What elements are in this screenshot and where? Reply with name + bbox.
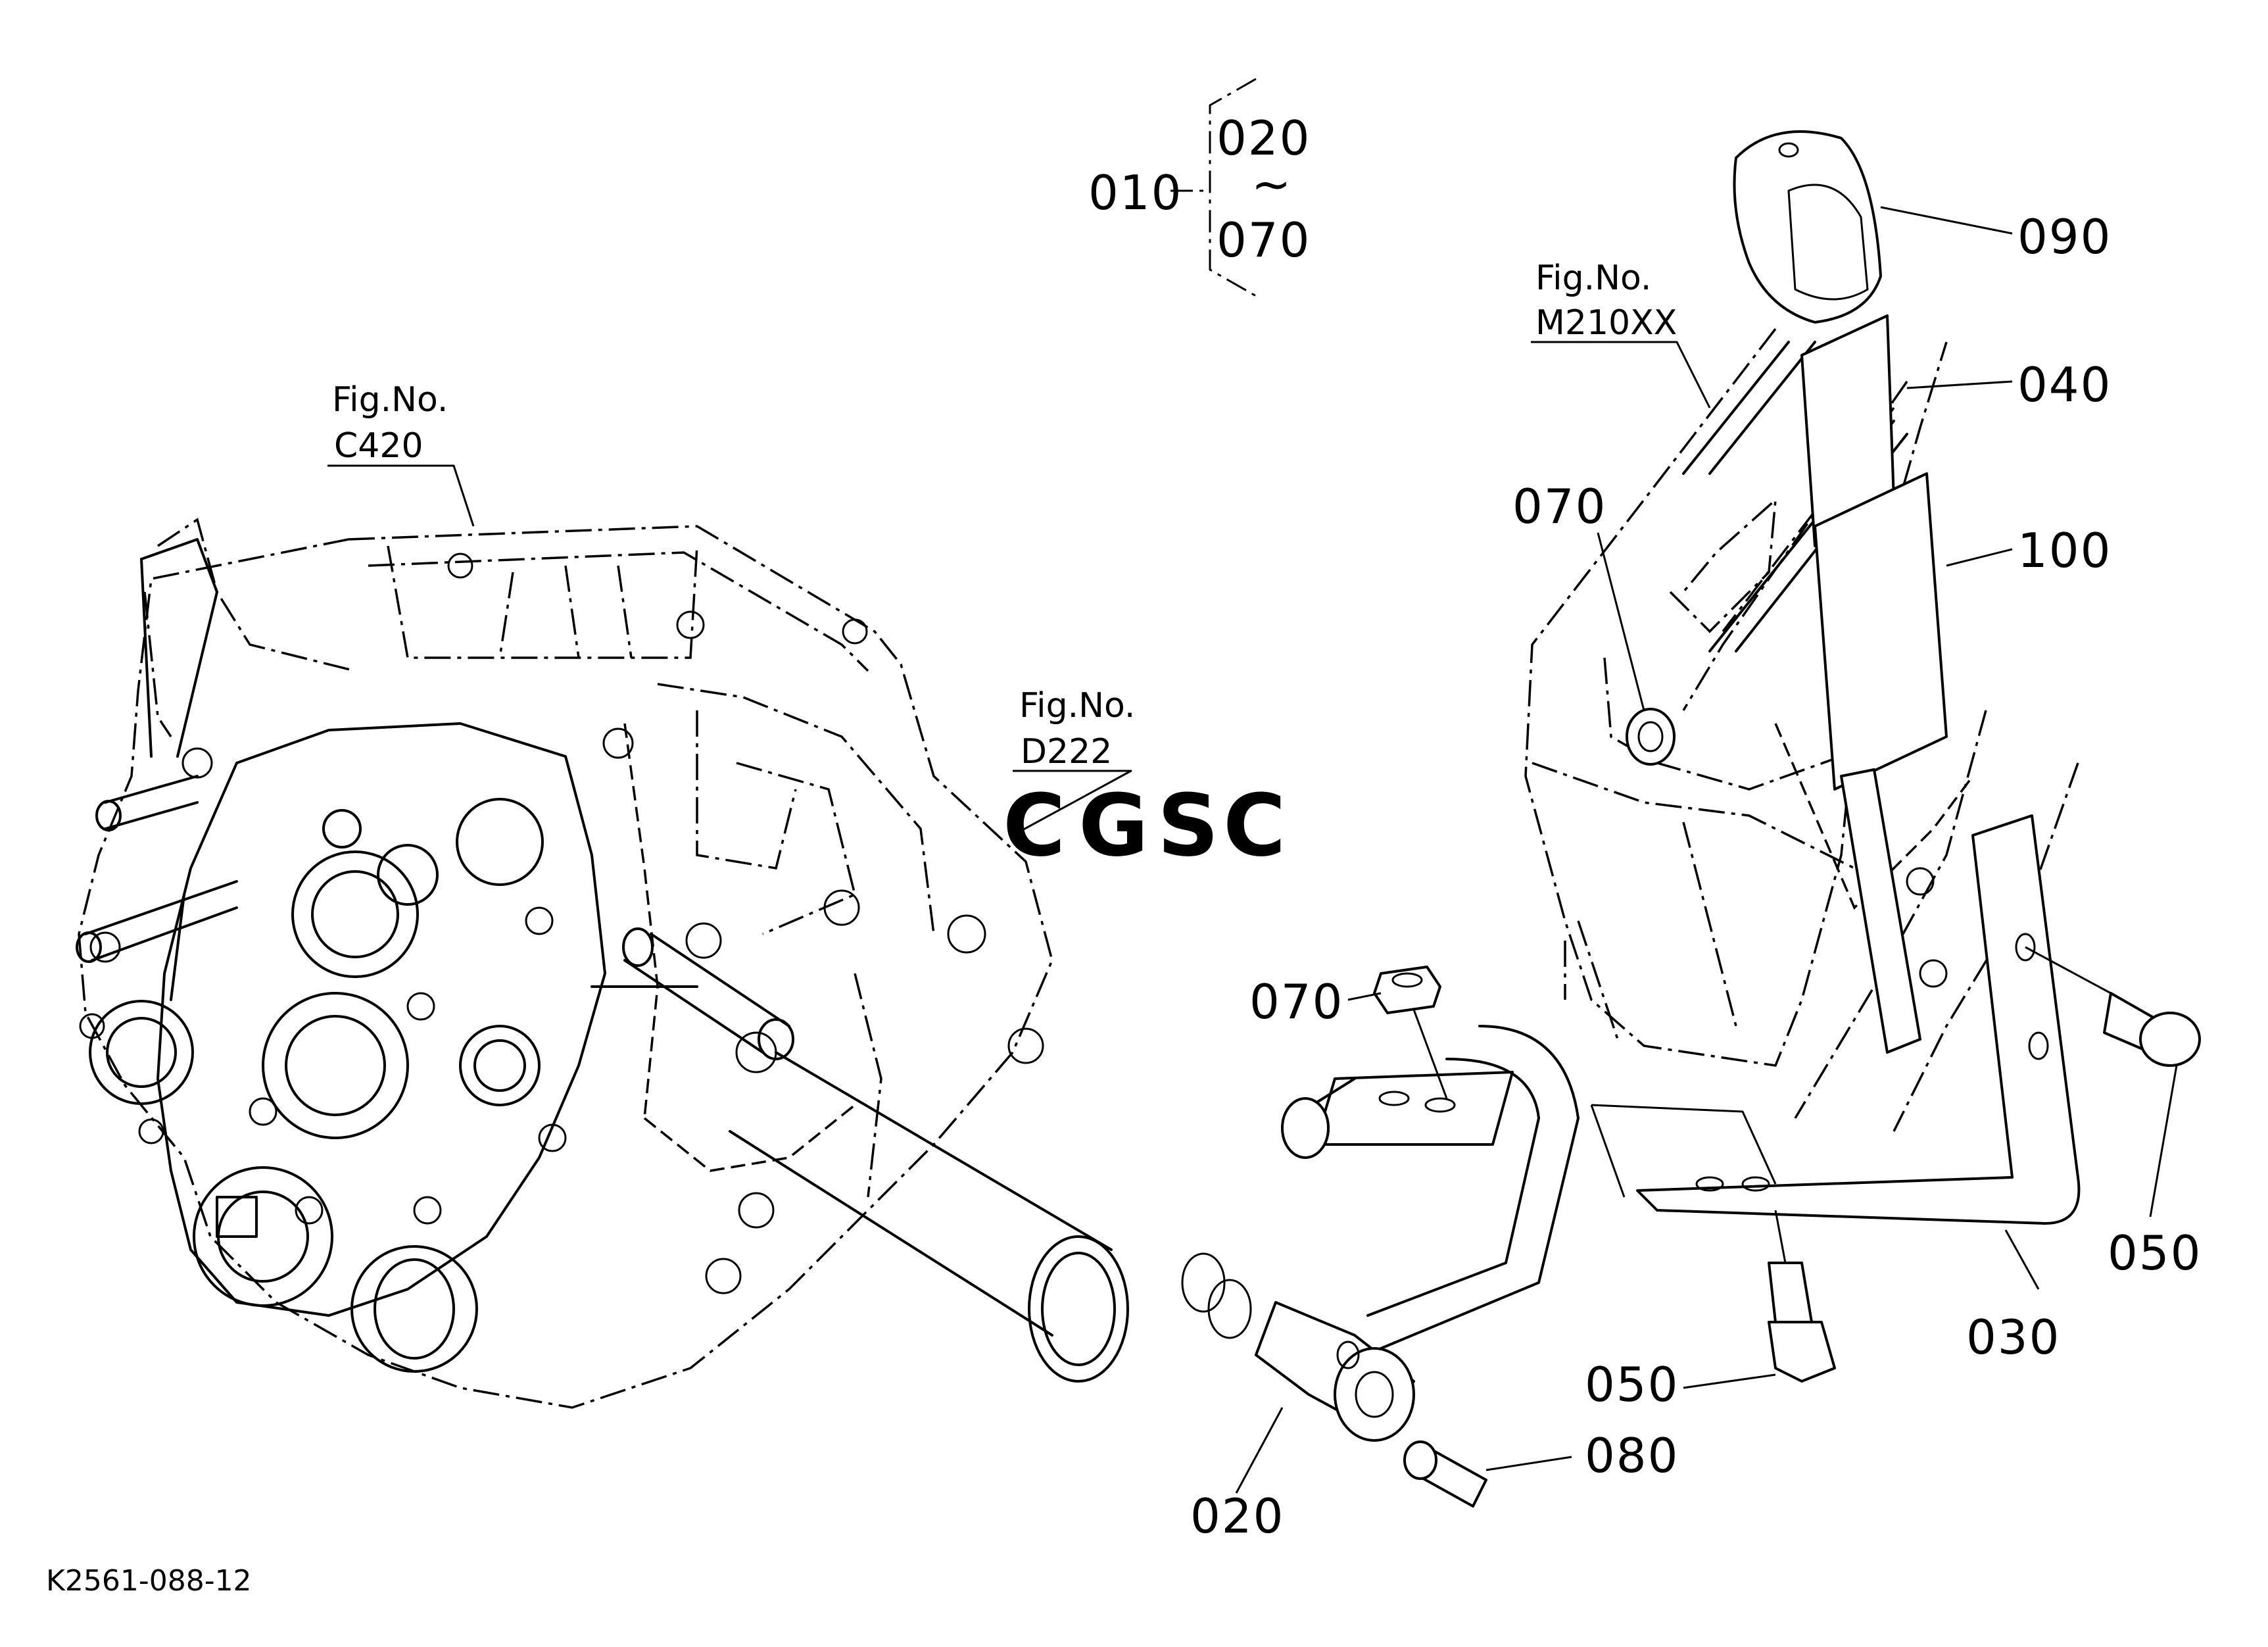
group-parent-label: 010 <box>1088 165 1182 220</box>
figure-ref-m210xx: Fig.No. M210XX <box>1531 258 1711 408</box>
transmission-housing <box>76 518 1129 1409</box>
group-from-label: 020 <box>1217 111 1311 166</box>
nut-070-lower <box>1373 966 1448 1099</box>
bolt-050-lower <box>1768 1210 1836 1383</box>
figure-ref-label: Fig.No. <box>1535 258 1651 298</box>
figure-ref-code: M210XX <box>1535 303 1677 343</box>
watermark-letter-g: G <box>1078 775 1149 875</box>
callout-040: 040 <box>2017 357 2111 412</box>
group-bracket: 010 020 ~ 070 <box>1088 78 1311 297</box>
figure-ref-code: D222 <box>1021 732 1112 772</box>
callout-020: 020 <box>1190 1488 1284 1544</box>
drawing-code: K2561-088-12 <box>46 1564 252 1598</box>
callout-090: 090 <box>2017 209 2111 264</box>
figure-ref-d222: Fig.No. D222 <box>1012 686 1135 837</box>
callout-030: 030 <box>1966 1310 2060 1365</box>
callout-050-right: 050 <box>2108 1225 2202 1281</box>
cgsc-watermark: C G S C <box>1003 775 1286 875</box>
callouts: 090 040 100 070 070 050 050 030 080 020 <box>1190 206 2202 1544</box>
fender-assembly <box>1524 130 2079 1132</box>
bracket-030 <box>1590 814 2081 1225</box>
callout-070-upper: 070 <box>1512 479 1606 534</box>
callout-070-lower: 070 <box>1249 974 1343 1029</box>
watermark-letter-c2: C <box>1223 775 1286 875</box>
step-assembly-020 <box>1181 1025 1580 1442</box>
callout-100: 100 <box>2017 523 2111 578</box>
callout-050-lower: 050 <box>1585 1357 1679 1412</box>
figure-ref-label: Fig.No. <box>1019 686 1135 725</box>
callout-080: 080 <box>1585 1428 1679 1483</box>
pin-080 <box>1403 1440 1487 1508</box>
bolt-050-right <box>2025 946 2201 1067</box>
watermark-letter-s: S <box>1157 775 1219 875</box>
figure-ref-label: Fig.No. <box>332 380 448 420</box>
figure-ref-code: C420 <box>334 426 423 466</box>
figure-ref-c420: Fig.No. C420 <box>327 380 475 527</box>
watermark-letter-c1: C <box>1003 775 1065 875</box>
group-to-label: 070 <box>1217 212 1311 268</box>
group-tilde: ~ <box>1251 157 1292 212</box>
